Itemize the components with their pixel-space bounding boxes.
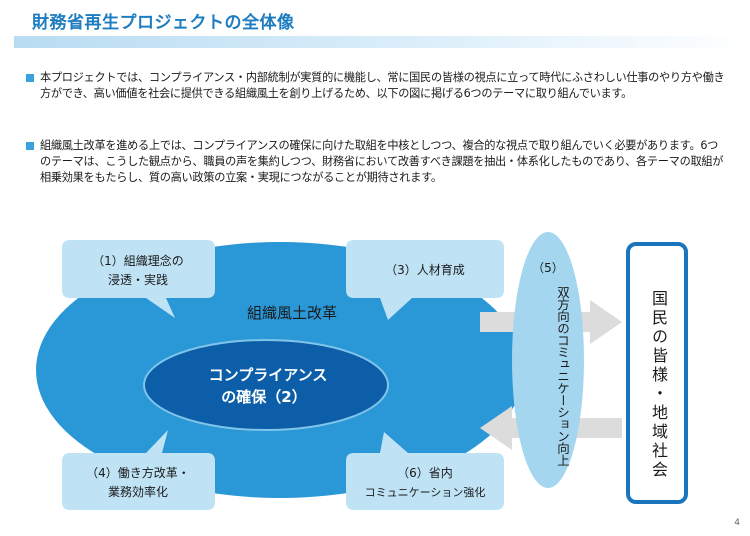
bullet-paragraph-2: 組織風土改革を進める上では、コンプライアンスの確保に向けた取組を中核としつつ、複…: [26, 138, 728, 186]
theme4-line2: 業務効率化: [108, 484, 168, 499]
theme6-line1: （6）省内: [397, 466, 453, 480]
public-box: [626, 242, 688, 504]
theme4-callout: （4）働き方改革・ 業務効率化: [62, 430, 215, 510]
bullet-paragraph-1: 本プロジェクトでは、コンプライアンス・内部統制が実質的に機能し、常に国民の皆様の…: [26, 70, 728, 102]
page-number: 4: [734, 518, 740, 528]
theme3-label: （3）人材育成: [385, 262, 465, 277]
compliance-line1: コンプライアンス: [209, 366, 328, 384]
theme6-line2: コミュニケーション強化: [365, 485, 486, 499]
callout-bubble: [346, 432, 504, 510]
callout-bubble: [62, 240, 215, 318]
theme5-label: 双方向のコミュニケーション向上: [555, 286, 570, 466]
bullet-text-1: 本プロジェクトでは、コンプライアンス・内部統制が実質的に機能し、常に国民の皆様の…: [40, 71, 725, 100]
bullet-square-icon: [26, 142, 34, 150]
theme3-callout: （3）人材育成: [346, 240, 504, 320]
bullet-square-icon: [26, 74, 34, 82]
theme1-line2: 浸透・実践: [108, 272, 168, 287]
theme1-line1: （1）組織理念の: [92, 253, 184, 268]
page-title: 財務省再生プロジェクトの全体像: [32, 13, 295, 33]
title-underline: [14, 36, 750, 48]
callout-bubble: [62, 430, 215, 510]
theme5-ellipse: [512, 232, 584, 488]
organizational-culture-label: 組織風土改革: [247, 304, 337, 322]
callout-bubble: [346, 240, 504, 320]
compliance-core-ellipse: [143, 339, 389, 431]
theme5-number: （5）: [532, 261, 564, 275]
theme1-callout: （1）組織理念の 浸透・実践: [62, 240, 215, 318]
theme6-callout: （6）省内 コミュニケーション強化: [346, 432, 504, 510]
theme4-line1: （4）働き方改革・: [86, 465, 190, 480]
bullet-text-2: 組織風土改革を進める上では、コンプライアンスの確保に向けた取組を中核としつつ、複…: [40, 139, 724, 184]
public-box-label: 国民の皆様・地域社会: [649, 290, 668, 480]
compliance-line2: の確保（2）: [221, 388, 306, 406]
